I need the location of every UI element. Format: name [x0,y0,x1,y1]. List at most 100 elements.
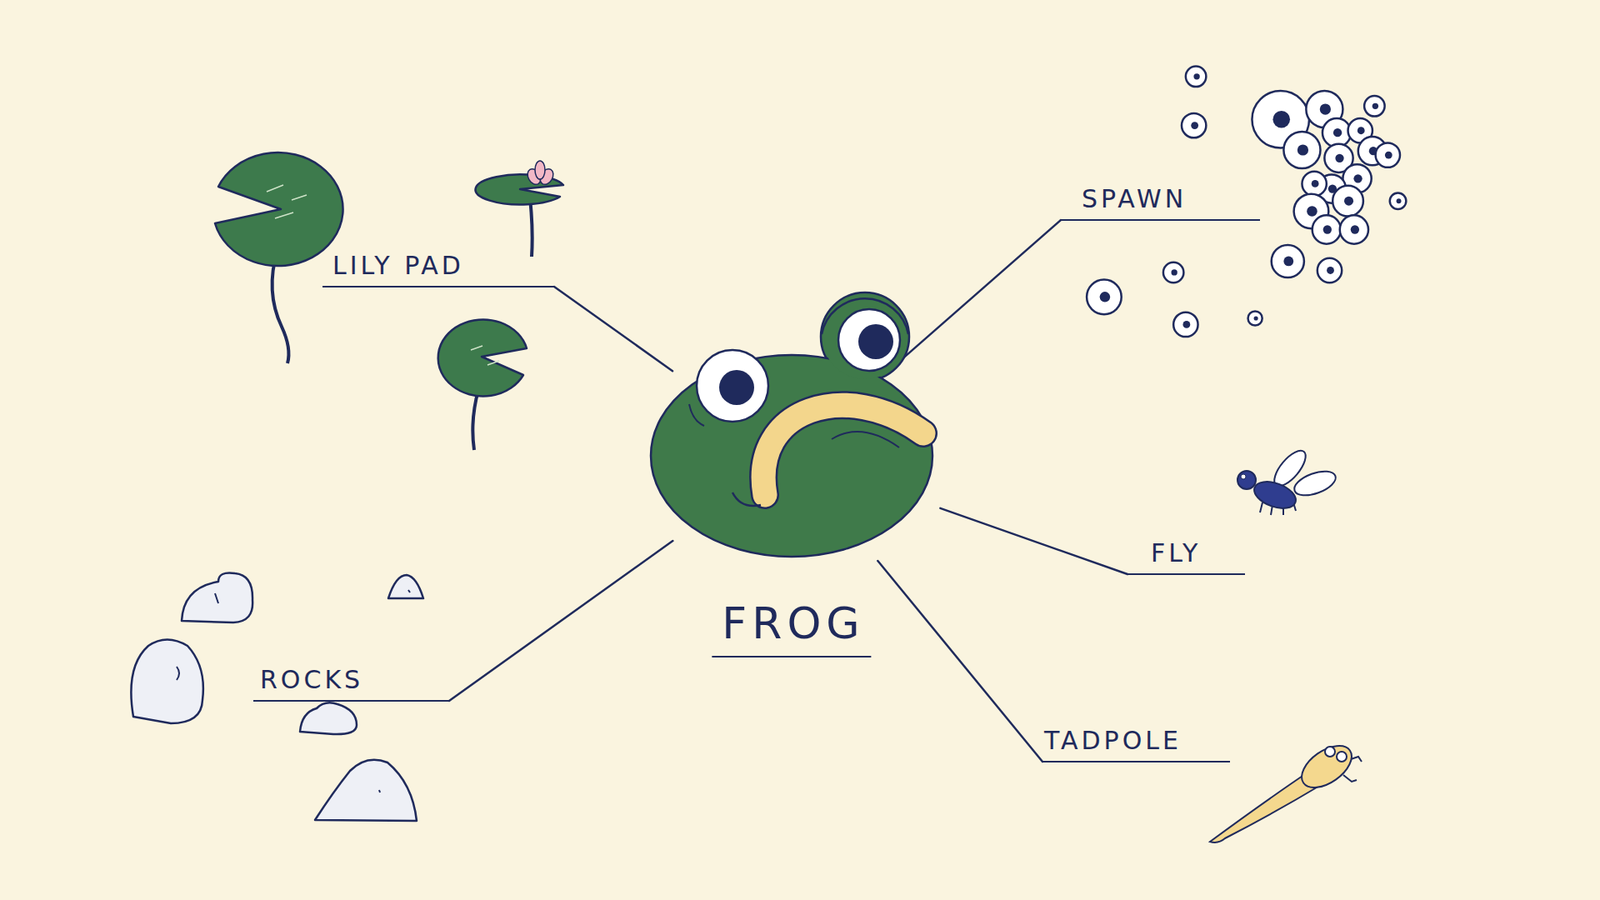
spawn-egg [1181,113,1206,138]
spawn-egg [1185,66,1206,87]
spawn-egg [1332,185,1364,217]
egg-yolk [1297,144,1309,155]
central-label: FROG [711,597,871,658]
branch-topic: FLY [1127,538,1245,575]
branch-line [898,220,1061,363]
egg-yolk [1353,174,1362,183]
egg-jelly [1340,215,1369,244]
spawn-egg [1322,118,1351,147]
pad-sheen [266,185,500,365]
branch-topic: ROCKS [253,665,450,702]
egg-jelly [1181,113,1206,138]
eye-white [696,350,769,422]
branch-label: ROCKS [260,665,364,695]
cheek-line [689,404,705,426]
lily-pad [438,319,527,396]
branch-line [554,286,673,371]
egg-yolk [1100,291,1110,302]
fly [1237,445,1340,515]
tadpole-body [1294,737,1359,796]
spawn-egg [1375,142,1400,167]
egg-jelly [1163,262,1184,283]
egg-yolk [1311,180,1320,188]
lily-pads [215,152,564,450]
eye-pupil [858,324,894,360]
fly-head [1237,470,1256,490]
branch-label: FLY [1150,538,1201,569]
egg-yolk [1272,110,1290,129]
fly-wing [1290,466,1339,500]
spawn-egg [1283,131,1320,169]
egg-jelly [1283,131,1320,169]
rock-mark [176,590,410,793]
egg-yolk [1333,128,1342,137]
mouth-crease [831,431,900,448]
egg-yolk [1320,103,1331,115]
egg-jelly [1332,185,1364,217]
branch-label: TADPOLE [1044,725,1182,756]
mouth-outline [763,405,924,495]
frog-head [649,354,935,558]
egg-jelly [1317,258,1342,283]
ear-fill [822,294,908,380]
egg-jelly [1322,118,1351,147]
branch-line [877,560,1043,762]
egg-jelly [1364,95,1385,116]
eye-white [838,309,900,371]
rock [300,702,357,735]
egg-jelly [1248,310,1263,325]
smile-line [732,492,761,506]
spawn-egg [1173,312,1198,337]
egg-yolk [1254,315,1259,320]
branch-topic: LILY PAD [322,250,555,288]
spawn-egg [1390,192,1407,210]
petal [535,160,545,180]
egg-yolk [1323,225,1332,234]
spawn-egg [1301,171,1326,196]
spawn-egg [1364,95,1385,116]
lily-pad [215,152,344,266]
egg-yolk [1396,198,1402,204]
branch-topic: SPAWN [1060,184,1260,221]
egg-yolk [1350,225,1360,234]
egg-jelly [1312,215,1341,244]
fly-body [1250,476,1300,514]
lily-stem [530,198,533,257]
branch-label: LILY PAD [332,250,465,281]
egg-yolk [1385,151,1393,160]
mouth [763,405,924,495]
egg-jelly [1173,312,1198,337]
central-topic: FROG [649,354,935,558]
spawn-egg [1271,245,1305,278]
spawn-egg [1340,215,1369,244]
egg-jelly [1301,171,1326,196]
egg-yolk [1283,256,1294,267]
spawn-egg [1312,215,1341,244]
fly-eye [1240,474,1246,480]
egg-jelly [1375,142,1400,167]
branch-line [940,508,1128,575]
egg-yolk [1182,320,1190,329]
sheen-mark [266,185,500,365]
egg-yolk [1335,154,1344,163]
egg-yolk [1190,121,1199,130]
frog-face [650,355,933,557]
egg-yolk [1306,205,1317,216]
rock [388,575,424,599]
spawn-egg [1163,262,1184,283]
rock [315,760,417,821]
egg-yolk [1344,196,1354,206]
egg-yolk [1193,73,1200,80]
rocks [130,572,424,821]
egg-yolk [1170,269,1177,275]
spawn-egg [1086,280,1122,315]
spawn-egg [1248,310,1263,325]
egg-jelly [1185,66,1206,87]
tadpole [1210,737,1362,843]
egg-yolk [1326,266,1335,275]
branch-label: SPAWN [1081,184,1187,215]
eye-pupil [719,370,755,405]
branch-topic: TADPOLE [1042,725,1230,763]
